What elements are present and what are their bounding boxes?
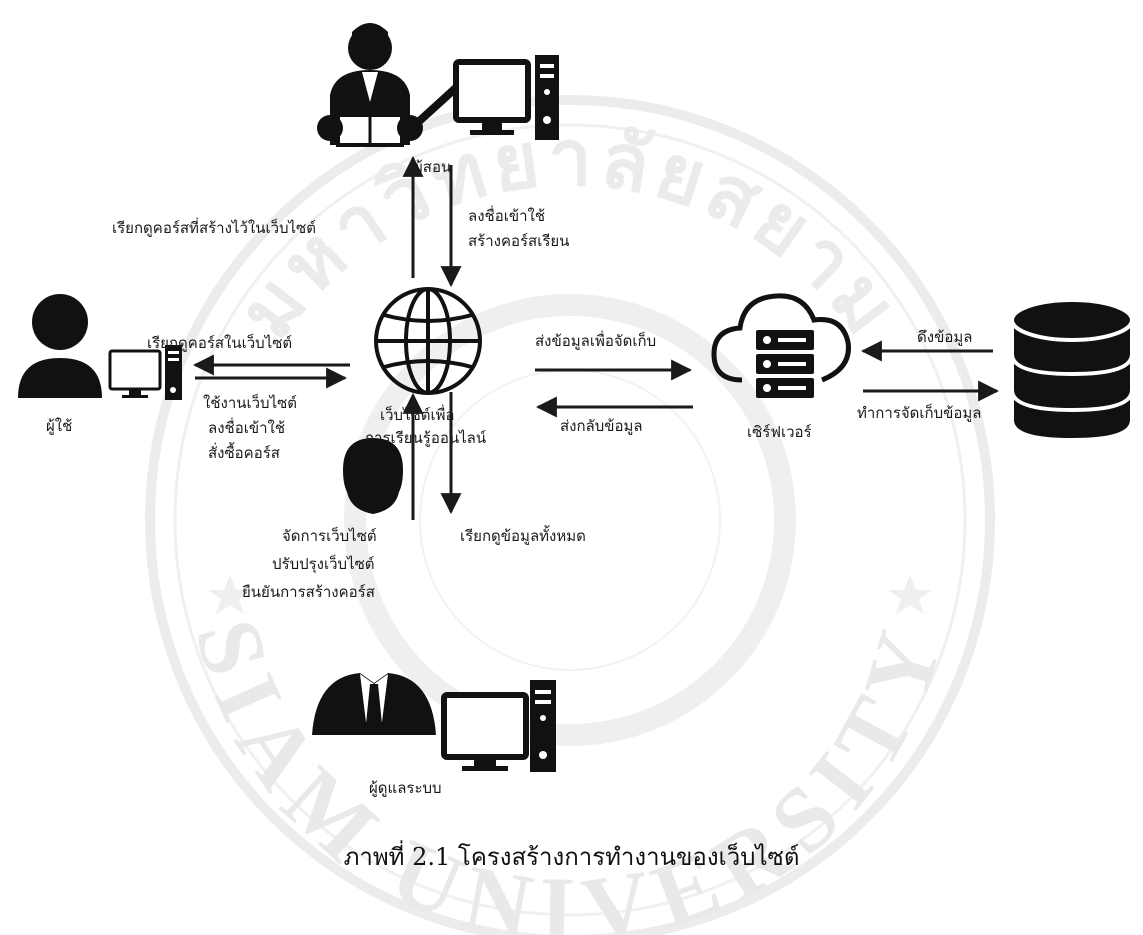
flow-label-user-bottom-3: สั่งซื้อคอร์ส <box>208 444 280 462</box>
flow-label-admin-up-1: จัดการเว็บไซต์ <box>282 527 377 545</box>
website-label-line2: การเรียนรู้ออนไลน์ <box>365 429 487 447</box>
watermark-star-icons <box>208 575 932 614</box>
website-label-line1: เว็บไซต์เพื่อ <box>380 406 455 424</box>
user-icon <box>18 294 102 398</box>
server-label: เซิร์ฟเวอร์ <box>747 423 812 441</box>
flow-label-server-request: ส่งข้อมูลเพื่อจัดเก็บ <box>535 332 657 350</box>
flow-label-db-store: ทำการจัดเก็บข้อมูล <box>857 404 982 422</box>
instructor-label: ผู้สอน <box>414 158 452 176</box>
user-label: ผู้ใช้ <box>46 417 73 435</box>
admin-label: ผู้ดูแลระบบ <box>369 779 442 797</box>
globe-icon <box>374 287 482 395</box>
flow-label-user-bottom-2: ลงชื่อเข้าใช้ <box>208 419 286 437</box>
flow-label-db-fetch: ดึงข้อมูล <box>917 328 973 346</box>
admin-computer-icon <box>441 680 556 772</box>
cloud-server-icon <box>711 293 851 398</box>
user-computer-icon <box>108 345 182 400</box>
instructor-computer-icon <box>453 55 559 140</box>
database-icon <box>1010 298 1134 443</box>
flow-label-admin-up-3: ยืนยันการสร้างคอร์ส <box>242 583 375 601</box>
flow-label-instructor-down-2: สร้างคอร์สเรียน <box>468 232 570 250</box>
instructor-icon <box>317 23 474 147</box>
flow-label-admin-up-2: ปรับปรุงเว็บไซต์ <box>272 555 375 573</box>
flow-label-server-response: ส่งกลับข้อมูล <box>560 417 643 435</box>
flow-label-instructor-up: เรียกดูคอร์สที่สร้างไว้ในเว็บไซต์ <box>112 219 316 237</box>
flow-label-user-bottom-1: ใช้งานเว็บไซต์ <box>203 394 298 412</box>
flow-label-admin-down: เรียกดูข้อมูลทั้งหมด <box>460 527 586 545</box>
admin-icon <box>312 438 436 735</box>
flow-label-user-top: เรียกดูคอร์สในเว็บไซต์ <box>147 334 293 352</box>
figure-caption: ภาพที่ 2.1 โครงสร้างการทำงานของเว็บไซต์ <box>343 843 800 871</box>
flow-label-instructor-down-1: ลงชื่อเข้าใช้ <box>468 207 546 225</box>
